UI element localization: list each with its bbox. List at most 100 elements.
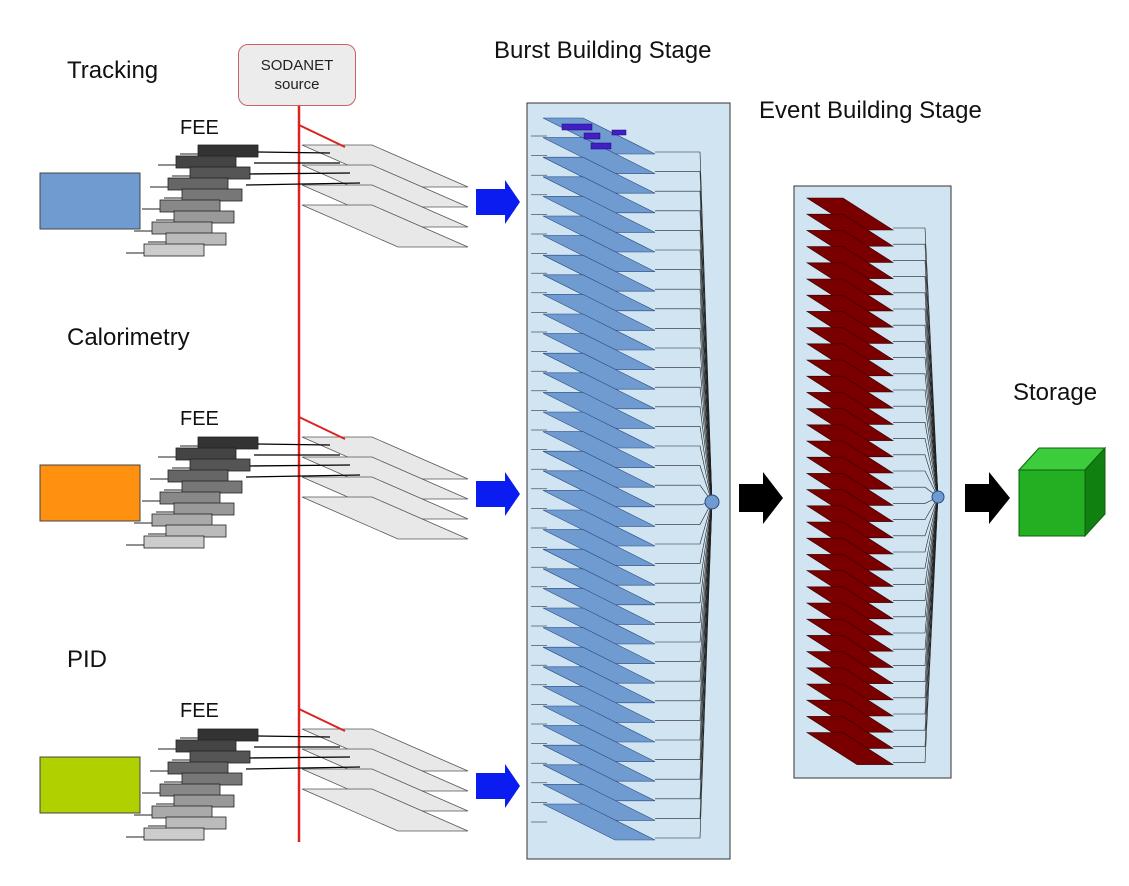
fibre-line xyxy=(257,151,331,154)
concentrator-plane xyxy=(301,204,469,248)
event-switch-node xyxy=(931,490,945,504)
sodanet-feed-line xyxy=(298,416,346,440)
event-link xyxy=(893,496,939,666)
event-link xyxy=(893,389,939,498)
burst-highlight-block xyxy=(590,142,612,150)
calorimetry-detector-box xyxy=(39,464,141,522)
fee-board xyxy=(181,772,243,786)
arrow-event-to-storage xyxy=(965,472,1010,524)
burst-link xyxy=(655,367,713,503)
burst-link xyxy=(655,426,713,503)
fibre-line xyxy=(249,756,351,759)
fee-board xyxy=(175,447,237,461)
burst-link xyxy=(655,501,713,564)
fee-board xyxy=(181,480,243,494)
fee-board xyxy=(173,794,235,808)
event-link xyxy=(893,496,939,715)
burst-link xyxy=(655,288,713,503)
burst-link xyxy=(655,386,713,503)
event-link xyxy=(893,454,939,498)
burst-link xyxy=(655,501,713,623)
event-link xyxy=(893,341,939,498)
sodanet-label: SODANET xyxy=(260,57,334,74)
burst-link xyxy=(655,501,713,643)
event-link xyxy=(893,422,939,498)
event-link xyxy=(893,496,939,601)
pid-label: PID xyxy=(67,646,108,673)
event-link xyxy=(893,496,939,569)
burst-link xyxy=(655,230,713,503)
fee-board xyxy=(159,199,221,213)
event-link xyxy=(893,496,939,650)
fibre-line xyxy=(249,172,351,175)
event-layer xyxy=(805,732,895,765)
event-link xyxy=(893,292,939,498)
burst-highlight-block xyxy=(611,129,627,136)
detector-group-tracking xyxy=(39,124,520,257)
event-link xyxy=(893,438,939,498)
burst-link xyxy=(655,328,713,503)
event-link xyxy=(893,308,939,498)
event-link xyxy=(893,496,939,553)
fee-board xyxy=(167,469,229,483)
sodanet-feed-line xyxy=(298,708,346,732)
fee-label-pid: FEE xyxy=(180,700,219,722)
burst-link xyxy=(655,501,713,545)
fee-board xyxy=(189,166,251,180)
fee-board xyxy=(143,535,205,549)
burst-highlight-block xyxy=(583,132,601,140)
event-link xyxy=(893,496,939,699)
tracking-detector-box xyxy=(39,172,141,230)
burst-link xyxy=(655,501,713,839)
fee-board xyxy=(165,816,227,830)
event-link xyxy=(893,496,939,682)
concentrator-plane xyxy=(301,788,469,832)
event-stage-title: Event Building Stage xyxy=(759,97,982,124)
fibre-line xyxy=(249,464,351,467)
event-link xyxy=(893,373,939,498)
burst-link xyxy=(655,501,713,682)
event-link xyxy=(893,470,939,498)
arrow-calorimetry-to-burst xyxy=(476,472,520,516)
burst-link xyxy=(655,501,713,721)
burst-stage-title: Burst Building Stage xyxy=(494,37,712,64)
fee-label-calorimetry: FEE xyxy=(180,408,219,430)
fee-board xyxy=(173,502,235,516)
fee-board xyxy=(175,155,237,169)
event-building-panel xyxy=(793,185,952,779)
burst-link xyxy=(655,308,713,503)
event-link xyxy=(893,496,939,537)
fee-board xyxy=(151,221,213,235)
storage-title: Storage xyxy=(1013,379,1098,406)
pid-detector-box xyxy=(39,756,141,814)
event-link xyxy=(893,496,939,634)
fibre-line xyxy=(257,735,331,738)
sodanet-feed-line xyxy=(298,124,346,148)
fee-board xyxy=(197,436,259,450)
arrow-tracking-to-burst xyxy=(476,180,520,224)
burst-link xyxy=(655,465,713,503)
burst-link xyxy=(655,501,713,604)
fibre-line xyxy=(245,474,361,478)
event-link xyxy=(893,260,939,498)
burst-highlight-block xyxy=(561,123,593,131)
sodanet-source-label: source xyxy=(274,76,320,93)
burst-layer xyxy=(542,803,656,841)
burst-link xyxy=(655,501,713,662)
burst-link xyxy=(655,445,713,503)
fee-board xyxy=(181,188,243,202)
sodanet-source-box: SODANET source xyxy=(238,44,356,106)
fee-board xyxy=(197,144,259,158)
event-link xyxy=(893,496,939,763)
fee-board xyxy=(159,783,221,797)
fee-board xyxy=(167,177,229,191)
burst-link xyxy=(655,347,713,503)
detector-group-calorimetry xyxy=(39,416,520,549)
burst-link xyxy=(655,501,713,525)
fibre-line xyxy=(245,766,361,770)
event-link xyxy=(893,357,939,498)
fee-board xyxy=(165,524,227,538)
burst-building-panel xyxy=(526,102,731,860)
burst-link xyxy=(655,406,713,503)
